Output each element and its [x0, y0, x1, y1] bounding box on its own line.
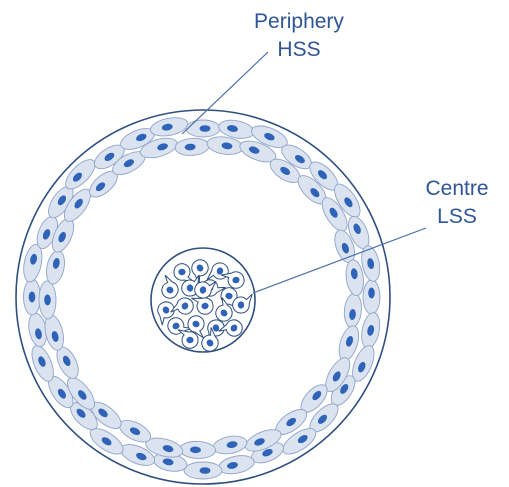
peripheral-cell — [343, 293, 363, 328]
peripheral-cell — [149, 115, 190, 139]
peripheral-cell — [39, 281, 57, 319]
centre-label-line1: Centre — [412, 175, 502, 203]
periphery-label-line2: HSS — [244, 36, 354, 64]
peripheral-cell — [212, 434, 249, 457]
peripheral-cell — [186, 120, 220, 137]
peripheral-cell — [24, 279, 41, 315]
peripheral-cell — [363, 280, 380, 314]
peripheral-cell — [21, 243, 45, 284]
peripheral-cell — [42, 313, 67, 352]
peripheral-cell — [179, 441, 216, 459]
periphery-label-line1: Periphery — [244, 8, 354, 36]
periphery-label: Periphery HSS — [244, 8, 354, 64]
peripheral-cell — [184, 462, 222, 479]
centre-label-line2: LSS — [412, 203, 502, 231]
peripheral-cell — [217, 453, 256, 477]
peripheral-cell — [359, 311, 383, 350]
peripheral-cell — [175, 137, 210, 156]
peripheral-cell — [44, 249, 67, 286]
centre-label: Centre LSS — [412, 175, 502, 231]
